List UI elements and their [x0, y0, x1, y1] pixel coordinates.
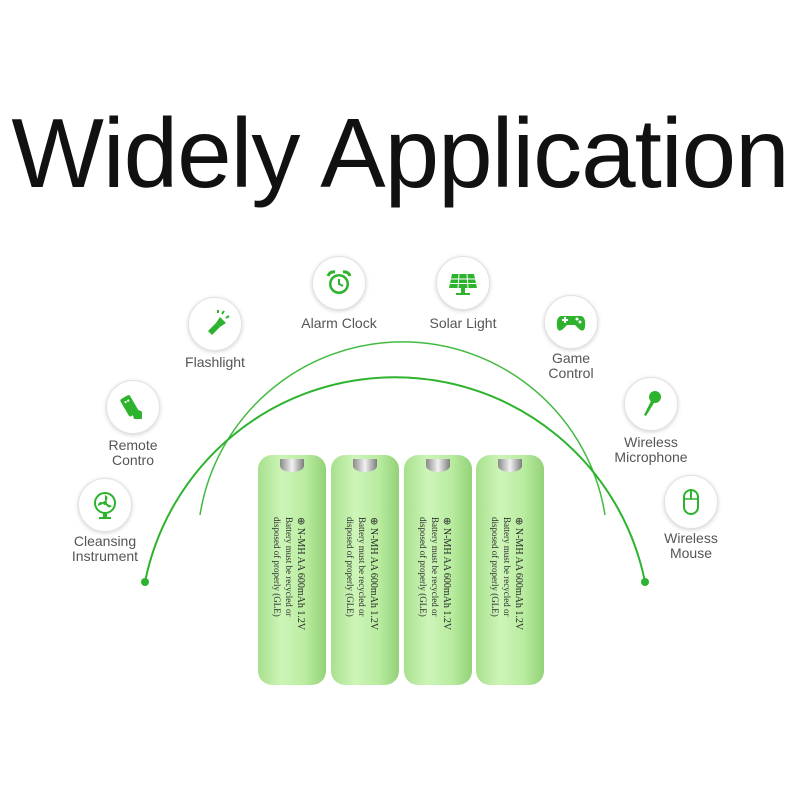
app-label: Game Control — [548, 350, 594, 381]
battery-label-line3: disposed of properly (GLE) — [345, 517, 355, 617]
app-label: Wireless Microphone — [614, 434, 688, 465]
app-game-control: Game Control — [506, 295, 636, 381]
app-cleansing-instrument: Cleansing Instrument — [40, 478, 170, 564]
app-remote-control: Remote Contro — [68, 380, 198, 468]
alarm-clock-icon — [312, 256, 366, 310]
battery-label-line1: ⊕ N-MH AA 600mAh 1.2V — [513, 517, 524, 631]
app-flashlight: Flashlight — [150, 297, 280, 370]
battery-label-line2: Battery must be recycled or — [430, 517, 440, 616]
app-label: Cleansing Instrument — [71, 533, 139, 564]
app-wireless-mouse: Wireless Mouse — [626, 475, 756, 561]
flashlight-icon — [188, 297, 242, 351]
app-label: Wireless Mouse — [664, 530, 718, 561]
fan-icon — [78, 478, 132, 532]
app-label: Alarm Clock — [301, 315, 377, 331]
battery-label-line2: Battery must be recycled or — [357, 517, 367, 616]
battery: ⊕ N-MH AA 600mAh 1.2V Battery must be re… — [331, 455, 399, 685]
app-wireless-microphone: Wireless Microphone — [586, 377, 716, 465]
app-label: Solar Light — [429, 315, 497, 331]
battery-label-line3: disposed of properly (GLE) — [418, 517, 428, 617]
remote-control-icon — [106, 380, 160, 434]
battery-label-line1: ⊕ N-MH AA 600mAh 1.2V — [441, 517, 452, 631]
mouse-icon — [664, 475, 718, 529]
battery-label-line1: ⊕ N-MH AA 600mAh 1.2V — [295, 517, 306, 631]
battery-label-line3: disposed of properly (GLE) — [272, 517, 282, 617]
app-alarm-clock: Alarm Clock — [274, 256, 404, 331]
app-label: Flashlight — [185, 354, 245, 370]
battery: ⊕ N-MH AA 600mAh 1.2V Battery must be re… — [258, 455, 326, 685]
battery-label-line3: disposed of properly (GLE) — [490, 517, 500, 617]
page-title: Widely Application — [11, 98, 789, 208]
battery-label-line1: ⊕ N-MH AA 600mAh 1.2V — [368, 517, 379, 631]
battery-label-line2: Battery must be recycled or — [284, 517, 294, 616]
microphone-icon — [624, 377, 678, 431]
app-label: Remote Contro — [108, 437, 158, 468]
battery: ⊕ N-MH AA 600mAh 1.2V Battery must be re… — [404, 455, 472, 685]
battery: ⊕ N-MH AA 600mAh 1.2V Battery must be re… — [476, 455, 544, 685]
gamepad-icon — [544, 295, 598, 349]
solar-panel-icon — [436, 256, 490, 310]
battery-label-line2: Battery must be recycled or — [502, 517, 512, 616]
app-solar-light: Solar Light — [398, 256, 528, 331]
